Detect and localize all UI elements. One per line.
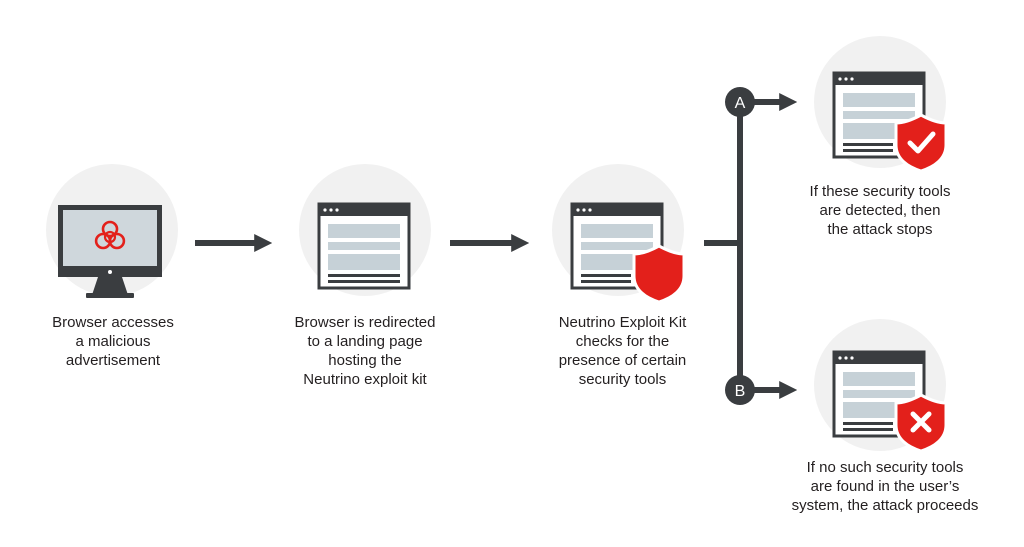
outcome-a-window-icon [832, 71, 926, 159]
shield-icon [894, 113, 948, 173]
branch-a-label: A [735, 95, 746, 112]
branch-b-badge [725, 375, 755, 405]
branch-connector [704, 102, 743, 390]
step-1-caption: Browser accesses a malicious advertiseme… [52, 314, 174, 369]
shield-icon [632, 244, 686, 304]
outcome-a-caption: If these security tools are detected, th… [809, 183, 951, 238]
branch-a-badge [725, 87, 755, 117]
branch-b-label: B [735, 383, 746, 400]
biohazard-icon [94, 220, 126, 250]
step-2-caption: Browser is redirected to a landing page … [294, 314, 436, 388]
checkmark-icon [907, 131, 936, 154]
outcome-b-caption: If no such security tools are found in t… [791, 459, 979, 514]
step-3-caption: Neutrino Exploit Kit checks for the pres… [558, 314, 687, 388]
cross-icon [910, 411, 932, 433]
landing-page-window-icon [317, 202, 411, 290]
